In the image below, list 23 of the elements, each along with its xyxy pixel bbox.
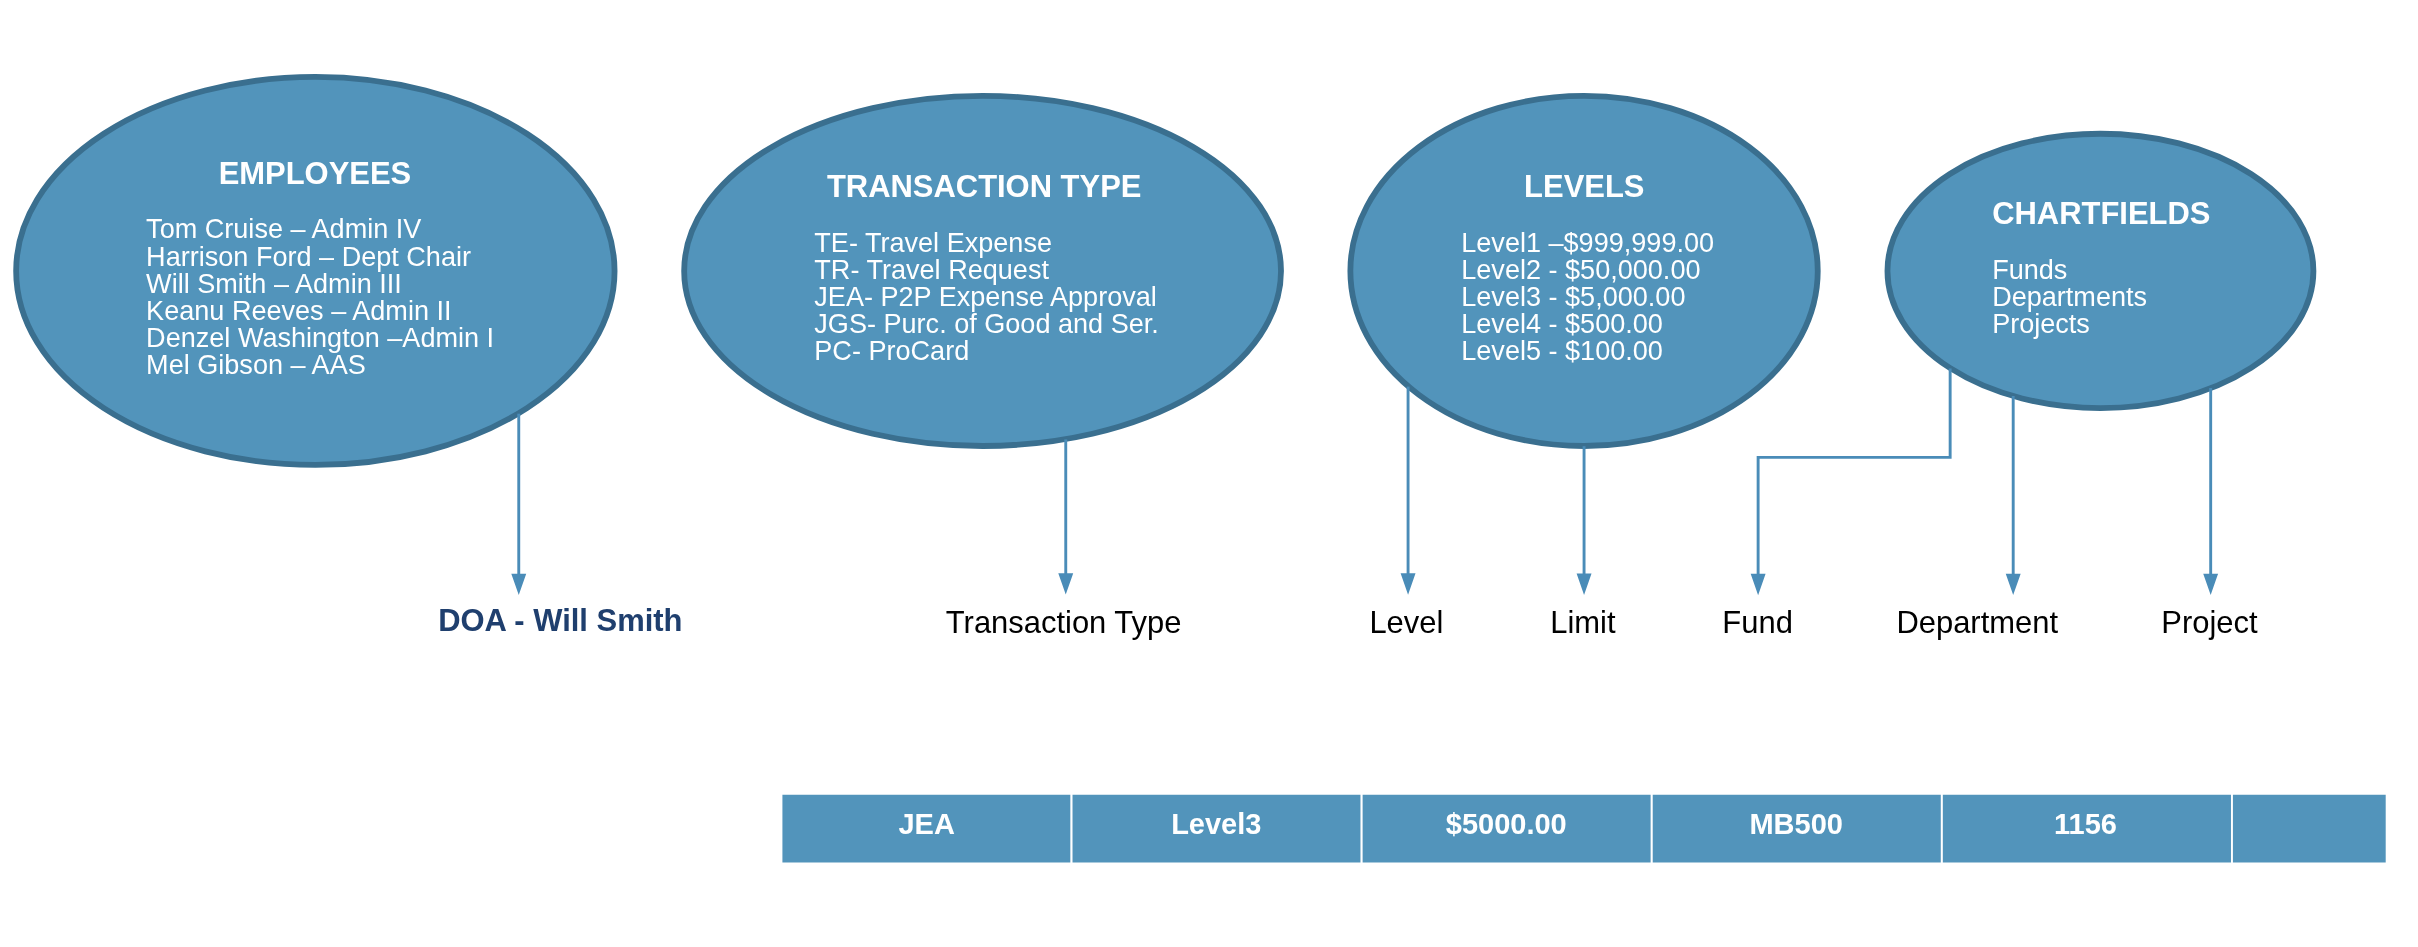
label: $5000.00 [1445, 807, 1567, 840]
node-text: Level [1369, 604, 1444, 640]
node-ellipse: TRANSACTION TYPE TE- Travel Expense TR- Travel Request JEA- P2P Expense Approval JGS- Purc. of Good and Ser. PC- ProCard [681, 92, 1284, 449]
arrow [2005, 395, 2021, 595]
arrow [2203, 387, 2219, 595]
label: 1156 [2054, 807, 2117, 840]
arrow [1576, 445, 1592, 595]
label: JEA [898, 807, 955, 840]
node-text: Limit [1550, 604, 1616, 640]
node-text: Transaction Type [945, 604, 1182, 640]
node-text: Fund [1722, 604, 1793, 640]
label: Level3 [1171, 807, 1262, 840]
node-text: DOA - Will Smith [438, 602, 683, 638]
node-ellipse: CHARTFIELDS Funds Departments Projects [1884, 130, 2317, 411]
arrow [511, 413, 527, 595]
node-ellipse: EMPLOYEES Tom Cruise – Admin IV Harrison Ford – Dept Chair Will Smith – Admin III Keanu Reeves – Admin II Denzel Washington –Admin I Mel Gibson – AAS [13, 73, 618, 468]
arrow [1058, 438, 1074, 595]
node-ellipse: LEVELS Level1 –$999,999.00 Level2 - $50,000.00 Level3 - $5,000.00 Level4 - $500.00 Level5 - $100.00 [1347, 92, 1821, 449]
node-text: Project [2161, 604, 2258, 640]
arrow [1750, 368, 1952, 595]
node-text: Department [1896, 604, 2059, 640]
label: MB500 [1749, 807, 1843, 840]
arrow [1400, 386, 1416, 595]
